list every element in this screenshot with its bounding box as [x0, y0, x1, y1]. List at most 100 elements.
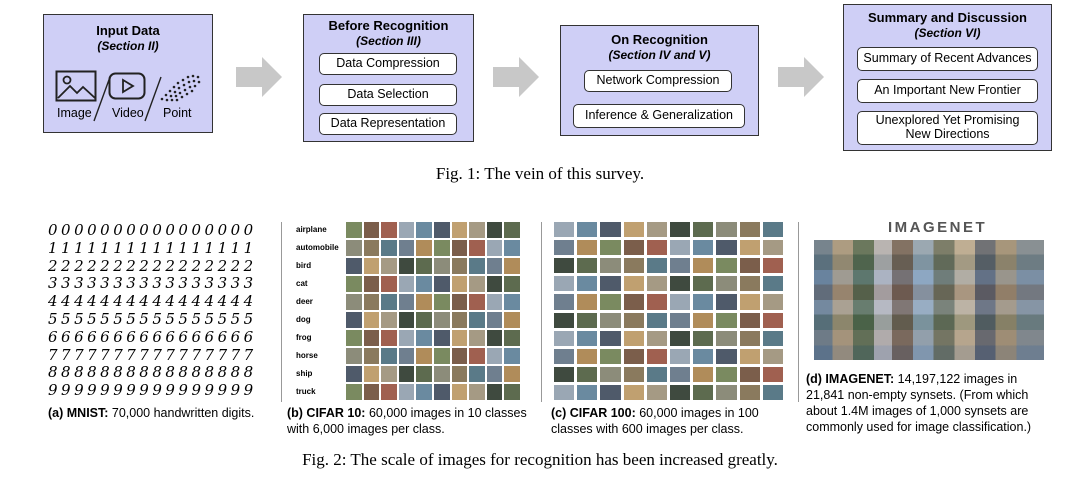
thumbnail-image: [646, 222, 667, 238]
thumbnail-image: [716, 366, 737, 382]
thumbnail-image: [577, 258, 598, 274]
thumbnail-image: [623, 276, 644, 292]
class-label: dog: [296, 315, 311, 324]
thumbnail-image: [363, 384, 380, 400]
thumbnail-image: [739, 258, 760, 274]
mnist-row: 5555555555555555: [48, 309, 257, 328]
thumbnail-image: [363, 258, 380, 274]
thumbnail-image: [762, 222, 783, 238]
thumbnail-image: [670, 348, 691, 364]
panel-label: (c) CIFAR 100:: [551, 406, 636, 420]
thumbnail-image: [416, 222, 432, 238]
thumbnail-image: [600, 384, 621, 400]
thumbnail-image: [670, 222, 691, 238]
thumbnail-image: [693, 276, 714, 292]
thumbnail-image: [416, 258, 432, 274]
thumbnail-image: [451, 366, 468, 382]
thumbnail-image: [716, 276, 737, 292]
thumbnail-image: [646, 312, 667, 328]
thumbnail-image: [451, 348, 468, 364]
thumbnail-image: [600, 330, 621, 346]
on-recognition-box: On Recognition (Section IV and V) Networ…: [560, 25, 759, 136]
thumbnail-image: [554, 348, 575, 364]
thumbnail-image: [577, 240, 598, 256]
panel-text: 70,000 handwritten digits.: [108, 406, 255, 420]
thumbnail-image: [670, 276, 691, 292]
thumbnail-image: [623, 222, 644, 238]
thumbnail-image: [381, 330, 397, 346]
inference-generalization-item: Inference & Generalization: [573, 104, 745, 128]
mnist-row: 1111111111111111: [48, 238, 257, 257]
thumbnail-image: [398, 348, 415, 364]
thumbnail-image: [451, 222, 468, 238]
thumbnail-image: [469, 366, 485, 382]
panel-label: (a) MNIST:: [48, 406, 109, 420]
point-cloud-icon: [160, 74, 201, 102]
thumbnail-image: [504, 384, 520, 400]
thumbnail-image: [554, 294, 575, 310]
thumbnail-image: [670, 366, 691, 382]
network-compression-item: Network Compression: [584, 70, 732, 92]
thumbnail-image: [486, 348, 503, 364]
thumbnail-image: [469, 330, 485, 346]
thumbnail-image: [434, 366, 450, 382]
thumbnail-image: [670, 330, 691, 346]
thumbnail-image: [623, 348, 644, 364]
thumbnail-image: [451, 330, 468, 346]
thumbnail-image: [623, 258, 644, 274]
thumbnail-image: [762, 258, 783, 274]
thumbnail-image: [416, 348, 432, 364]
panel-label: (b) CIFAR 10:: [287, 406, 366, 420]
thumbnail-image: [554, 312, 575, 328]
thumbnail-image: [646, 276, 667, 292]
arrow-right-icon: [236, 57, 282, 97]
thumbnail-image: [486, 330, 503, 346]
thumbnail-image: [363, 348, 380, 364]
mnist-row: 3333333333333333: [48, 274, 257, 293]
thumbnail-image: [600, 276, 621, 292]
mnist-row: 4444444444444444: [48, 292, 257, 311]
thumbnail-image: [346, 312, 362, 328]
thumbnail-image: [398, 330, 415, 346]
thumbnail-image: [346, 366, 362, 382]
cifar100-caption: (c) CIFAR 100: 60,000 images in 100 clas…: [551, 405, 791, 437]
class-label: truck: [296, 387, 316, 396]
thumbnail-image: [693, 330, 714, 346]
thumbnail-image: [762, 384, 783, 400]
thumbnail-image: [398, 258, 415, 274]
thumbnail-image: [693, 348, 714, 364]
thumbnail-image: [762, 312, 783, 328]
thumbnail-image: [693, 222, 714, 238]
thumbnail-image: [469, 294, 485, 310]
thumbnail-image: [486, 384, 503, 400]
thumbnail-image: [486, 294, 503, 310]
thumbnail-image: [486, 258, 503, 274]
summary-discussion-box: Summary and Discussion (Section VI) Summ…: [843, 4, 1052, 151]
thumbnail-image: [739, 312, 760, 328]
thumbnail-image: [363, 330, 380, 346]
thumbnail-image: [762, 366, 783, 382]
thumbnail-image: [554, 258, 575, 274]
new-directions-item: Unexplored Yet Promising New Directions: [857, 111, 1038, 145]
thumbnail-image: [381, 258, 397, 274]
thumbnail-image: [762, 348, 783, 364]
data-selection-item: Data Selection: [319, 84, 457, 106]
thumbnail-image: [416, 276, 432, 292]
thumbnail-image: [381, 240, 397, 256]
fig2-caption: Fig. 2: The scale of images for recognit…: [302, 450, 778, 469]
thumbnail-image: [739, 348, 760, 364]
thumbnail-image: [623, 294, 644, 310]
thumbnail-image: [504, 240, 520, 256]
thumbnail-image: [762, 240, 783, 256]
thumbnail-image: [762, 294, 783, 310]
mnist-digit-grid: 0000000000000000 1111111111111111 222222…: [48, 221, 268, 400]
thumbnail-image: [554, 276, 575, 292]
thumbnail-image: [693, 384, 714, 400]
video-icon: [108, 72, 146, 100]
point-label: Point: [163, 106, 192, 120]
thumbnail-image: [416, 312, 432, 328]
panel-divider: [798, 222, 799, 402]
thumbnail-image: [623, 366, 644, 382]
thumbnail-image: [504, 312, 520, 328]
thumbnail-image: [504, 222, 520, 238]
